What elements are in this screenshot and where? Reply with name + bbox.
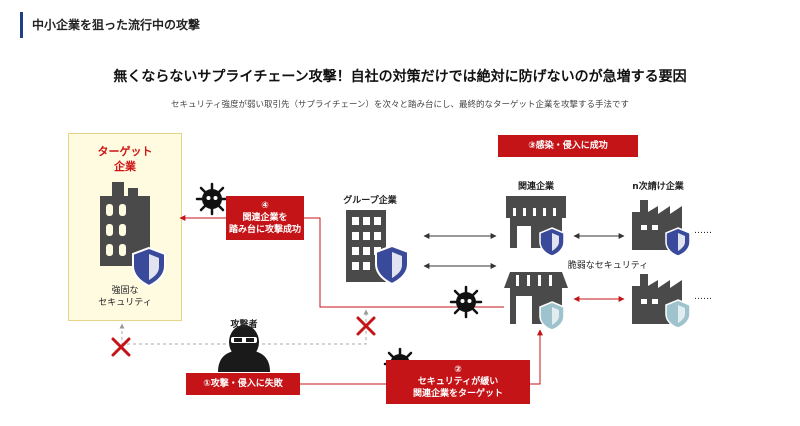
subcontractor-shield-icon-bottom bbox=[665, 299, 691, 329]
attacker-label: 攻撃者 bbox=[230, 320, 258, 330]
weak-shield-icon bbox=[539, 301, 565, 331]
subcontractor-shield-icon-top bbox=[665, 227, 691, 257]
header-accent-bar bbox=[20, 12, 23, 38]
relationship-arrows bbox=[423, 233, 625, 269]
weak-security-label: 脆弱なセキュリティ bbox=[567, 261, 649, 271]
target-building-icon bbox=[100, 182, 150, 266]
related-company-label: 関連企業 bbox=[517, 182, 554, 192]
attack-path-to-target bbox=[179, 215, 504, 308]
step3-text: ③感染・侵入に成功 bbox=[528, 141, 608, 151]
more-subcontractors-dots-top: …… bbox=[694, 226, 712, 236]
step4-line2: 踏み台に攻撃成功 bbox=[228, 225, 301, 235]
blocked-x-icon-right bbox=[356, 316, 376, 336]
virus-icon-step4 bbox=[195, 182, 229, 216]
subtitle: セキュリティ強度が弱い取引先（サプライチェーン）を次々と踏み台にし、最終的なター… bbox=[170, 100, 630, 110]
virus-icon-weak-company bbox=[449, 285, 483, 319]
group-company-label: グループ企業 bbox=[343, 196, 397, 206]
step2-number: ② bbox=[454, 365, 462, 375]
step1-box: ①攻撃・侵入に失敗 bbox=[186, 373, 300, 395]
main-title: 無くならないサプライチェーン攻撃！自社の対策だけでは絶対に防げないのが急増する要… bbox=[113, 69, 687, 85]
nth-subcontractor-label: n次請け企業 bbox=[632, 182, 684, 192]
related-shield-icon bbox=[539, 227, 565, 257]
attacker-icon bbox=[218, 325, 270, 372]
related-company-shop-icon bbox=[506, 196, 566, 248]
attack-path-step1-to-step2 bbox=[300, 329, 543, 385]
step2-line1: セキュリティが緩い bbox=[417, 377, 499, 387]
step2-box: ② セキュリティが緩い 関連企業をターゲット bbox=[386, 360, 530, 404]
blocked-x-icon-left bbox=[111, 337, 131, 357]
header-title: 中小企業を狙った流行中の攻撃 bbox=[32, 18, 201, 32]
strong-security-label: 強固な セキュリティ bbox=[68, 285, 182, 309]
target-shield-icon bbox=[132, 246, 166, 288]
target-title-line1: ターゲット bbox=[97, 145, 153, 158]
step4-line1: 関連企業を bbox=[242, 213, 288, 223]
group-shield-icon bbox=[375, 244, 409, 286]
target-title-line2: 企業 bbox=[114, 160, 136, 173]
step3-box: ③感染・侵入に成功 bbox=[498, 135, 638, 157]
strong-security-line1: 強固な bbox=[111, 286, 139, 296]
step1-text: ①攻撃・侵入に失敗 bbox=[203, 379, 283, 389]
more-subcontractors-dots-bottom: …… bbox=[694, 292, 712, 302]
step4-number: ④ bbox=[261, 201, 269, 211]
target-company-title: ターゲット 企業 bbox=[68, 144, 182, 174]
step2-line2: 関連企業をターゲット bbox=[412, 389, 503, 399]
step4-box: ④ 関連企業を 踏み台に攻撃成功 bbox=[226, 196, 304, 240]
strong-security-line2: セキュリティ bbox=[98, 298, 152, 308]
